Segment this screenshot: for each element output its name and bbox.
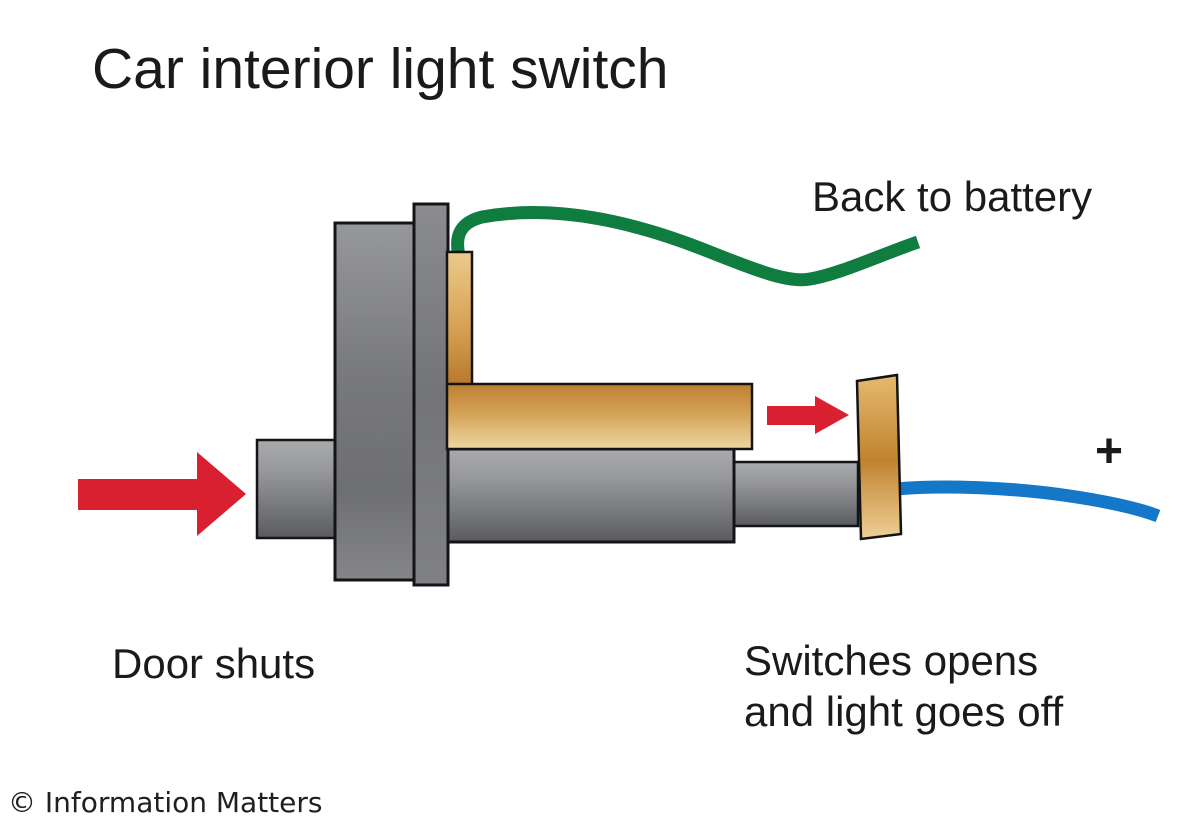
mounting-plate-shape <box>412 202 450 587</box>
plus-sign: + <box>1095 425 1124 478</box>
brass-contact-vertical-shape <box>445 250 474 387</box>
label-switch-caption-line1: Switches opens <box>744 637 1039 684</box>
copyright-notice: © Information Matters <box>8 786 323 819</box>
label-switch-caption: Switches opens and light goes off <box>744 636 1063 738</box>
label-switch-caption-line2: and light goes off <box>744 687 1064 735</box>
motion-arrow-icon <box>767 396 849 434</box>
page-title: Car interior light switch <box>92 37 669 101</box>
label-door-shuts: Door shuts <box>112 640 316 687</box>
push-arrow-icon <box>78 452 246 536</box>
brass-contact-plate-shape <box>855 373 903 541</box>
switch-body-shape <box>446 447 736 544</box>
light-wire <box>895 480 1161 523</box>
brass-contact-strip-shape <box>445 382 754 451</box>
mounting-block-shape <box>333 221 416 582</box>
plunger-shape <box>255 438 338 540</box>
label-back-to-battery: Back to battery <box>812 173 1093 220</box>
shaft-shape <box>731 460 860 528</box>
battery-wire <box>451 206 921 287</box>
